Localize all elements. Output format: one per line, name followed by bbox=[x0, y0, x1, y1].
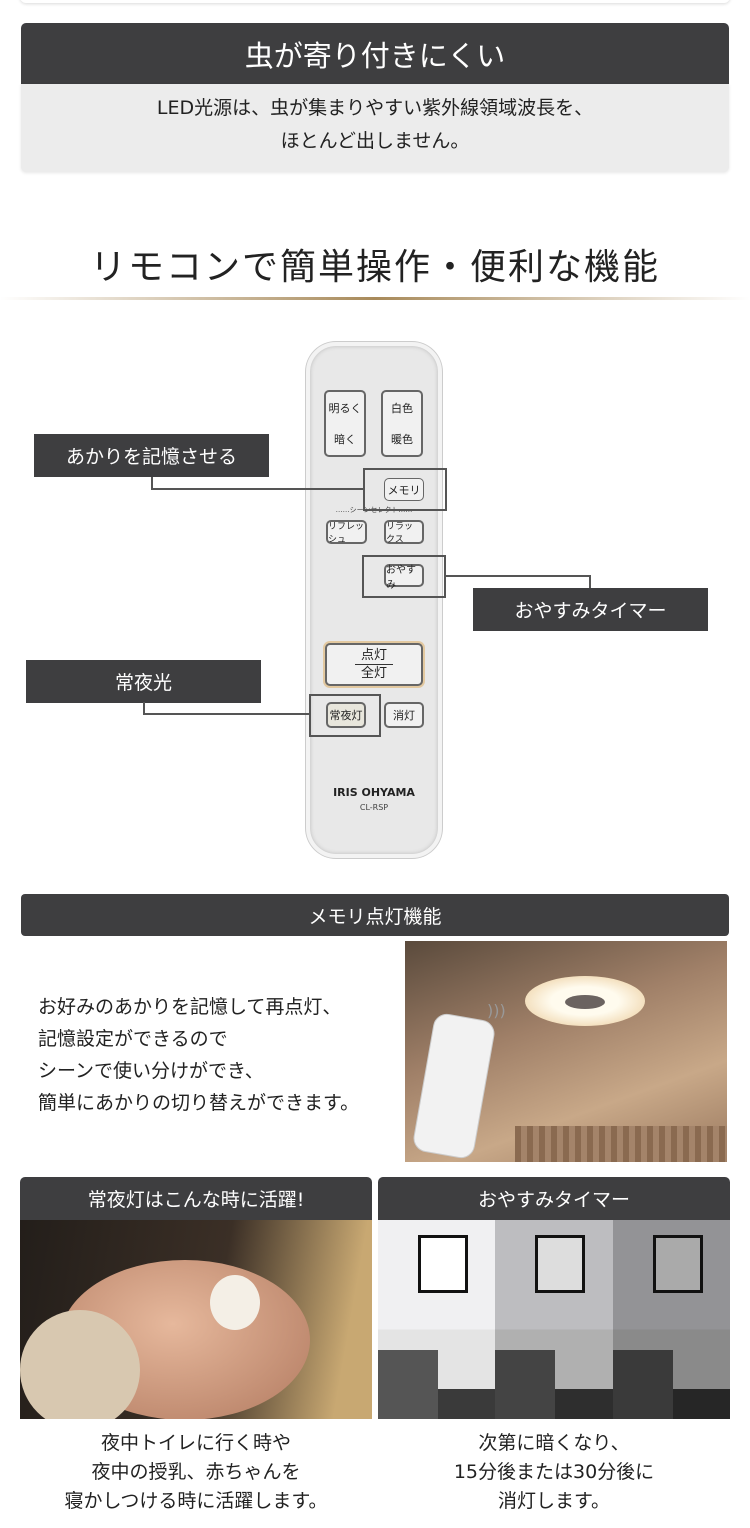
connector-line bbox=[151, 488, 364, 490]
heading-divider bbox=[0, 297, 750, 300]
signal-icon: ))) bbox=[487, 1001, 506, 1020]
sleep-highlight bbox=[362, 555, 446, 598]
blanket bbox=[612, 1350, 673, 1419]
on-label: 点灯 bbox=[354, 647, 393, 665]
memory-feature-description: お好みのあかりを記憶して再点灯、 記憶設定ができるので シーンで使い分けができ、… bbox=[38, 991, 359, 1119]
bedroom-dimming-photo bbox=[378, 1220, 730, 1419]
sleep-timer-card-title: おやすみタイマー bbox=[378, 1177, 730, 1220]
bedroom-dim bbox=[495, 1220, 613, 1419]
section-heading: リモコンで簡単操作・便利な機能 bbox=[89, 247, 660, 288]
wall-art bbox=[652, 1235, 703, 1293]
off-button: 消灯 bbox=[384, 702, 424, 728]
night-light-button: 常夜灯 bbox=[326, 702, 366, 728]
ceiling-light-center bbox=[565, 995, 605, 1009]
desc-line: 記憶設定ができるので bbox=[38, 1028, 228, 1050]
insect-description: LED光源は、虫が集まりやすい紫外線領域波長を、 ほとんど出しません。 bbox=[21, 84, 729, 172]
previous-card-edge bbox=[20, 0, 730, 3]
memory-highlight bbox=[363, 468, 447, 511]
full-label: 全灯 bbox=[360, 666, 387, 681]
desc-line: 寝かしつける時に活躍します。 bbox=[64, 1490, 328, 1512]
small-remote-image bbox=[411, 1011, 497, 1161]
darker-label: 暗く bbox=[334, 433, 356, 447]
blanket bbox=[495, 1350, 556, 1419]
desc-line: 夜中トイレに行く時や bbox=[100, 1432, 291, 1454]
model-label: CL-RSP bbox=[359, 803, 389, 812]
brightness-button: 明るく 暗く bbox=[324, 390, 366, 457]
desc-line: 15分後または30分後に bbox=[453, 1461, 655, 1483]
insect-line: LED光源は、虫が集まりやすい紫外線領域波長を、 bbox=[156, 97, 594, 119]
desc-line: 夜中の授乳、赤ちゃんを bbox=[91, 1461, 301, 1483]
bedroom-bright bbox=[378, 1220, 496, 1419]
memory-feature-title: メモリ点灯機能 bbox=[21, 894, 729, 936]
pillow bbox=[20, 1310, 140, 1419]
warm-label: 暖色 bbox=[391, 433, 413, 447]
connector-line bbox=[143, 713, 310, 715]
relax-button: リラックス bbox=[384, 520, 424, 545]
desc-line: シーンで使い分けができ、 bbox=[38, 1060, 264, 1082]
callout-night-light: 常夜光 bbox=[26, 660, 261, 703]
night-light-highlight bbox=[309, 694, 381, 737]
desc-line: 次第に暗くなり、 bbox=[478, 1432, 630, 1454]
color-button: 白色 暖色 bbox=[381, 390, 423, 457]
desc-line: お好みのあかりを記憶して再点灯、 bbox=[38, 996, 342, 1018]
wall-art bbox=[418, 1235, 468, 1293]
blanket bbox=[378, 1350, 438, 1419]
night-light-card-description: 夜中トイレに行く時や 夜中の授乳、赤ちゃんを 寝かしつける時に活躍します。 bbox=[20, 1429, 372, 1516]
brighter-label: 明るく bbox=[328, 401, 362, 415]
sleep-button: おやすみ bbox=[384, 564, 424, 591]
desc-line: 簡単にあかりの切り替えができます。 bbox=[38, 1092, 360, 1114]
refresh-button: リフレッシュ bbox=[326, 520, 367, 545]
curtain bbox=[515, 1126, 727, 1162]
wall-art bbox=[535, 1235, 586, 1293]
desc-line: 消灯します。 bbox=[497, 1490, 611, 1512]
bedroom-dark bbox=[612, 1220, 730, 1419]
connector-line bbox=[143, 702, 145, 715]
connector-line bbox=[151, 477, 153, 490]
insect-line: ほとんど出しません。 bbox=[280, 130, 470, 152]
sleeping-baby-photo bbox=[20, 1220, 372, 1419]
insect-title: 虫が寄り付きにくい bbox=[21, 23, 729, 84]
brand-logo: IRIS OHYAMA bbox=[333, 786, 415, 799]
memory-button: メモリ bbox=[384, 478, 424, 501]
night-light-card-title: 常夜灯はこんな時に活躍! bbox=[20, 1177, 372, 1220]
on-full-button: 点灯 全灯 bbox=[325, 643, 423, 686]
white-label: 白色 bbox=[391, 401, 413, 415]
callout-sleep-timer: おやすみタイマー bbox=[473, 588, 708, 631]
ceiling-light-photo: ))) bbox=[405, 941, 727, 1162]
pacifier bbox=[210, 1275, 260, 1330]
connector-line bbox=[589, 575, 591, 588]
sleep-timer-card-description: 次第に暗くなり、 15分後または30分後に 消灯します。 bbox=[378, 1429, 730, 1516]
connector-line bbox=[446, 575, 591, 577]
callout-memory: あかりを記憶させる bbox=[34, 434, 269, 477]
